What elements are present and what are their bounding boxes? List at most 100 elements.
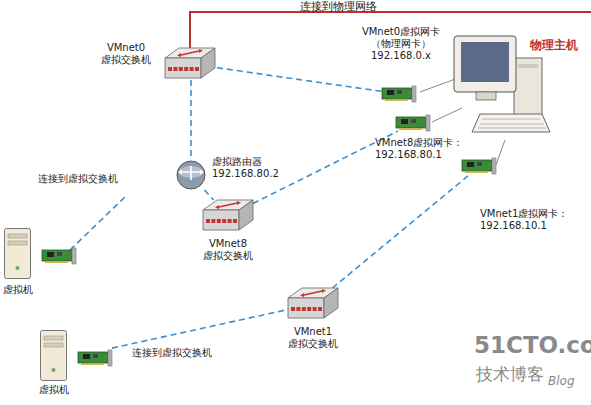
icon-polygon (237, 201, 241, 205)
node-caption: VMnet8 虚拟交换机 (198, 238, 258, 262)
icon-rect (228, 219, 232, 223)
icon-rect (190, 67, 194, 71)
sw-node: VMnet8 虚拟交换机 (203, 200, 253, 232)
icon-line (399, 128, 422, 130)
icon-polygon (201, 48, 215, 78)
node-caption: 虚拟机 (0, 284, 38, 296)
icon-polygon (178, 170, 182, 175)
icon-rect (397, 90, 402, 94)
node-text: VMnet8虚拟网卡： (375, 137, 475, 149)
icon-rect (477, 162, 482, 166)
icon-rect (514, 58, 542, 120)
icon-polygon (177, 53, 181, 57)
vm-icon (40, 330, 112, 382)
icon-circle (177, 161, 205, 189)
node-caption: 虚拟机 (34, 384, 74, 396)
nic-node: VMnet0虚拟网卡 （物理网卡）192.168.0.x (382, 86, 418, 102)
icon-circle (52, 368, 56, 372)
icon-rect (168, 67, 172, 71)
node-text: 物理主机 (530, 38, 590, 53)
icon-rect (44, 343, 63, 347)
icon-line (45, 261, 68, 263)
icon-rect (426, 115, 430, 131)
icon-rect (5, 229, 31, 279)
node-text: 虚拟路由器 (212, 156, 292, 168)
host-node: 物理主机 (450, 28, 550, 136)
node-text: VMnet0 虚拟交换机 (95, 42, 157, 66)
router-node: 虚拟路由器192.168.80.2 (176, 160, 206, 190)
node-text: 192.168.0.x (358, 50, 444, 62)
icon-rect (173, 67, 177, 71)
icon-g (42, 248, 76, 264)
icon-polygon (239, 200, 253, 230)
icon-rect (222, 219, 226, 223)
icon-rect (108, 350, 112, 366)
dashed-link (190, 80, 192, 160)
nic-icon (382, 86, 418, 102)
icon-rect (44, 336, 63, 340)
note-label: 连接到物理网络 (300, 0, 377, 14)
icon-polygon (288, 298, 324, 318)
nic-node: VMnet1虚拟网卡：192.168.10.1 (462, 158, 498, 174)
node-text: 192.168.80.2 (212, 168, 292, 180)
icon-rect (302, 307, 306, 311)
icon-rect (461, 42, 509, 82)
icon-rect (462, 160, 492, 171)
note-label: 连接到虚拟交换机 (38, 172, 118, 185)
icon-rect (307, 307, 311, 311)
icon-rect (401, 119, 408, 124)
node-caption: VMnet1虚拟网卡：192.168.10.1 (480, 208, 580, 232)
nic-icon (396, 115, 432, 131)
icon-rect (41, 331, 67, 381)
dashed-link (332, 174, 470, 288)
sw-icon (165, 48, 217, 80)
icon-line (385, 99, 408, 101)
icon-rect (313, 307, 317, 311)
icon-rect (78, 352, 108, 363)
nic-host-link (432, 108, 462, 122)
sw-icon (288, 288, 338, 320)
icon-path (219, 203, 237, 207)
node-caption: 虚拟路由器192.168.80.2 (212, 156, 292, 180)
icon-rect (83, 354, 90, 359)
icon-rect (291, 307, 295, 311)
icon-rect (476, 92, 496, 100)
icon-rect (195, 67, 199, 71)
icon-rect (57, 252, 62, 256)
icon-rect (179, 67, 183, 71)
icon-rect (454, 36, 516, 92)
icon-polygon (199, 49, 203, 53)
node-caption: VMnet8虚拟网卡：192.168.80.1 (375, 137, 475, 161)
dashed-link (205, 190, 214, 200)
nic-icon (462, 158, 498, 174)
icon-rect (206, 219, 210, 223)
icon-rect (217, 219, 221, 223)
node-caption: VMnet0 虚拟交换机 (95, 42, 157, 66)
node-text: VMnet8 虚拟交换机 (198, 238, 258, 262)
icon-rect (211, 219, 215, 223)
icon-rect (47, 252, 54, 257)
icon-rect (184, 67, 188, 71)
watermark-text: 51CTO.com (474, 332, 591, 358)
icon-rect (93, 354, 98, 358)
vm-node: 虚拟机 (40, 330, 112, 382)
node-text: 192.168.80.1 (375, 149, 475, 161)
icon-polygon (215, 205, 219, 209)
node-caption: 物理主机 (530, 38, 590, 53)
icon-rect (411, 119, 416, 123)
icon-rect (8, 241, 27, 245)
icon-polygon (200, 170, 204, 175)
icon-circle (16, 266, 20, 270)
icon-polygon (322, 289, 326, 293)
router-icon (176, 160, 206, 190)
icon-path (304, 291, 322, 295)
sw-icon (203, 200, 253, 232)
icon-path (478, 119, 546, 128)
nic-host-link (420, 78, 458, 92)
icon-rect (318, 307, 322, 311)
node-text: VMnet1 虚拟交换机 (283, 326, 343, 350)
icon-rect (467, 162, 474, 167)
icon-rect (72, 248, 76, 264)
icon-polygon (324, 288, 338, 318)
